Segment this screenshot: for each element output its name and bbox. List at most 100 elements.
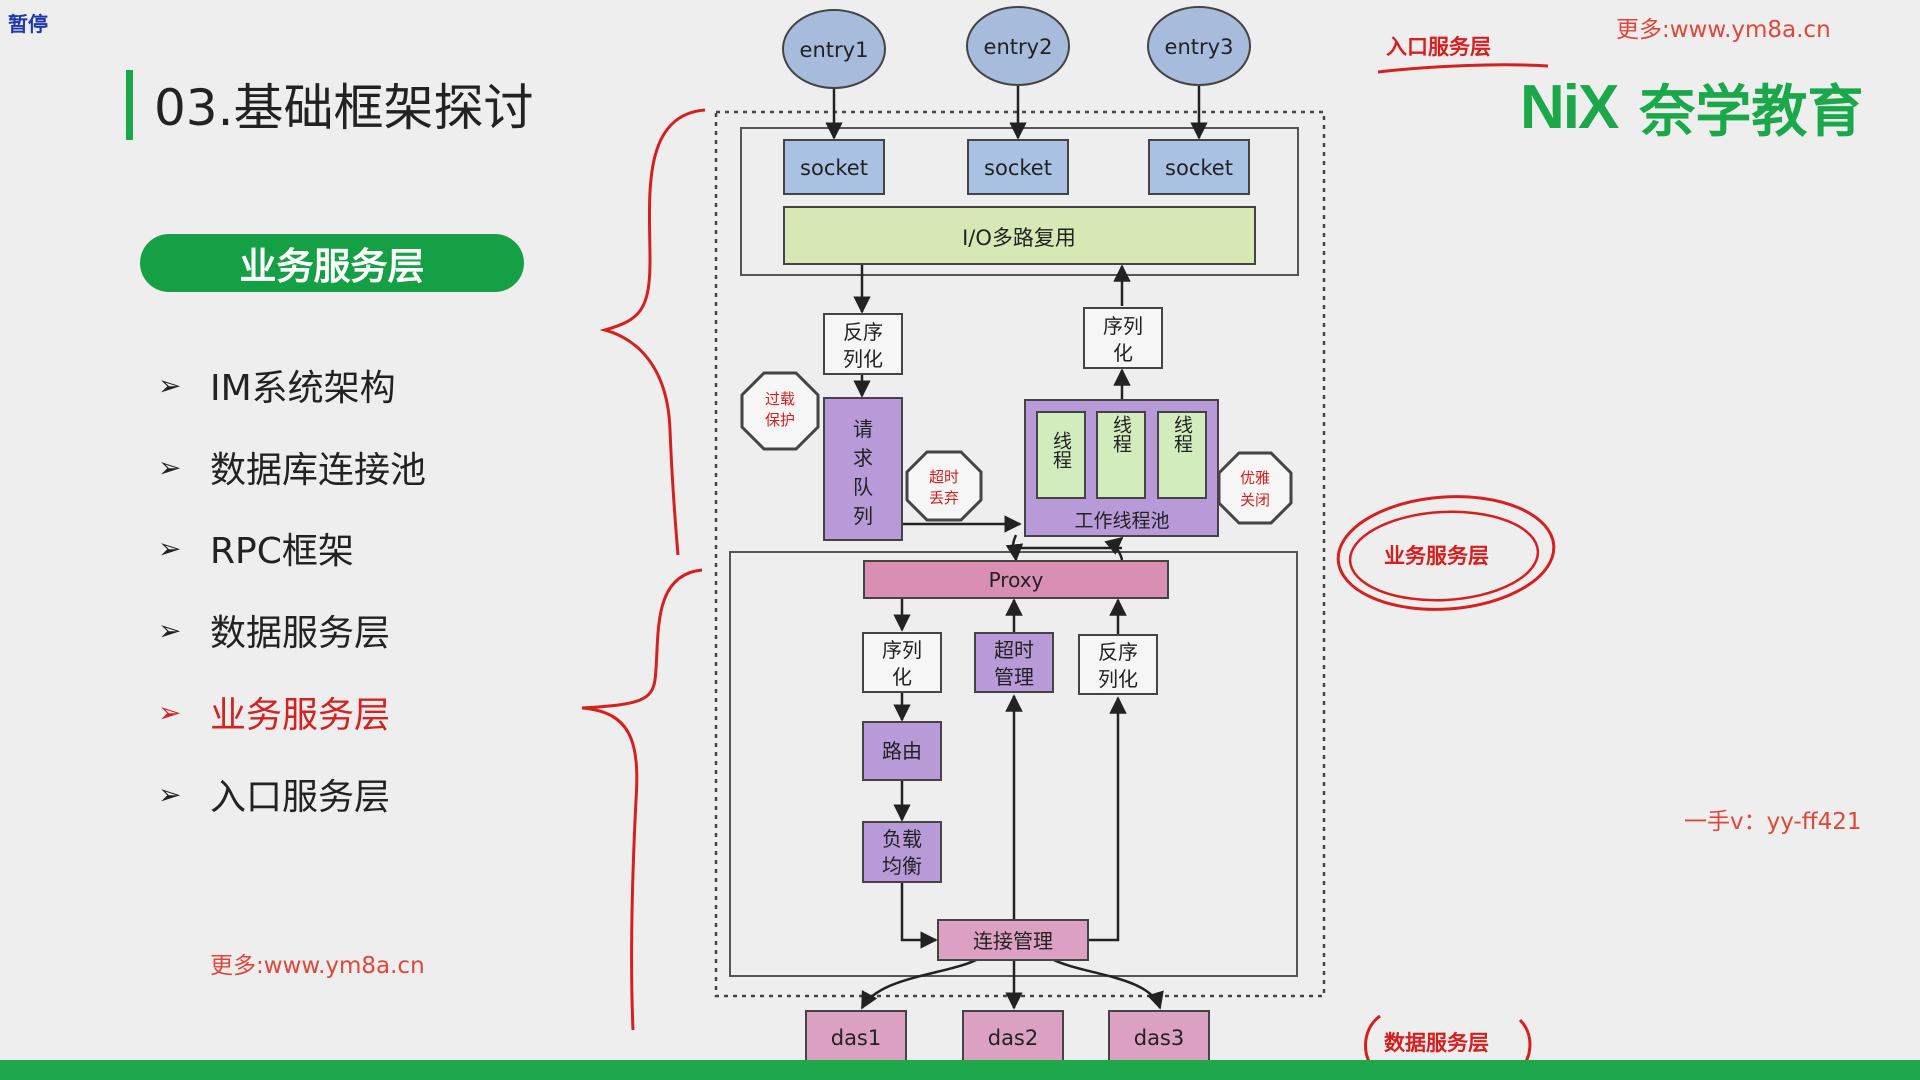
graceful-close-line2: 关闭 — [1240, 491, 1270, 509]
route-label: 路由 — [882, 739, 922, 763]
menu-item-label: 数据库连接池 — [210, 450, 427, 491]
timeout-drop-line2: 丢弃 — [929, 489, 959, 507]
timeout-drop-line1: 超时 — [929, 468, 959, 486]
menu-item-entry-layer: ➢ 入口服务层 — [158, 769, 390, 819]
pause-label: 暂停 — [8, 12, 48, 36]
request-queue-char1: 请 — [853, 417, 873, 441]
annotation-business-layer: 业务服务层 — [1384, 544, 1489, 568]
load-balance-line1: 负载 — [882, 827, 922, 851]
menu-item-im-architecture: ➢ IM系统架构 — [158, 360, 396, 410]
load-balance-box — [862, 821, 942, 883]
deserialize-bottom-box — [1078, 634, 1158, 695]
graceful-close-line1: 优雅 — [1240, 469, 1270, 487]
arrow-bullet-icon: ➢ — [158, 450, 182, 484]
proxy-box — [863, 560, 1169, 599]
overload-protect-octagon — [740, 371, 820, 451]
route-box — [862, 721, 942, 781]
serialize-top-line2: 化 — [1113, 341, 1133, 365]
timeout-manage-box — [974, 632, 1054, 693]
deserialize-bottom-line2: 列化 — [1098, 667, 1138, 691]
deserialize-top-box — [823, 313, 903, 375]
menu-item-rpc: ➢ RPC框架 — [158, 523, 354, 573]
proxy-label: Proxy — [989, 568, 1044, 592]
bottom-stripe — [0, 1060, 1920, 1080]
serialize-top-box — [1083, 307, 1163, 369]
menu-item-label: 数据服务层 — [210, 613, 391, 654]
annotation-business-circle — [1336, 495, 1556, 611]
request-queue-box — [823, 397, 903, 541]
brand-logo: NiX 奈学教育 — [1520, 72, 1863, 145]
entry2-node — [966, 6, 1070, 86]
deserialize-top-line1: 反序 — [843, 320, 883, 344]
socket3-box — [1148, 139, 1250, 195]
thread2-line1: 线程 — [1110, 415, 1132, 453]
deserialize-bottom-line1: 反序 — [1098, 640, 1138, 664]
request-queue-char2: 求 — [853, 446, 873, 470]
overload-protect-line2: 保护 — [765, 411, 795, 429]
thread1-line1: 线程 — [1050, 431, 1072, 469]
brace-upper — [599, 108, 706, 556]
brace-lower — [581, 568, 703, 1031]
entry1-label: entry1 — [800, 38, 869, 62]
timeout-manage-line2: 管理 — [994, 665, 1034, 689]
annotation-data-layer: 数据服务层 — [1384, 1031, 1489, 1055]
timeout-drop-octagon — [905, 450, 983, 522]
socket1-label: socket — [800, 156, 868, 180]
das2-label: das2 — [988, 1026, 1039, 1050]
entry3-label: entry3 — [1165, 35, 1234, 59]
title-accent-bar — [126, 70, 133, 140]
menu-item-db-pool: ➢ 数据库连接池 — [158, 442, 426, 492]
arrow-bullet-icon: ➢ — [158, 368, 182, 402]
socket1-box — [783, 139, 885, 195]
serialize-bottom-line2: 化 — [892, 665, 912, 689]
watermark-link-left: 更多:www.ym8a.cn — [210, 953, 425, 979]
socket2-label: socket — [984, 156, 1052, 180]
connection-manage-label: 连接管理 — [973, 929, 1053, 953]
arrow-bullet-icon: ➢ — [158, 695, 182, 729]
connection-manage-box — [937, 919, 1089, 961]
brand-mark: NiX — [1520, 72, 1619, 142]
entry1-node — [782, 9, 886, 89]
menu-item-label: IM系统架构 — [210, 368, 396, 409]
menu-item-label: 入口服务层 — [210, 777, 391, 818]
thread1-box — [1036, 411, 1086, 499]
thread2-box — [1096, 411, 1146, 499]
annotation-entry-underline — [1377, 63, 1549, 74]
serialize-bottom-box — [862, 632, 942, 693]
thread3-line1: 线程 — [1171, 415, 1193, 453]
watermark-link-right: 更多:www.ym8a.cn — [1616, 17, 1831, 43]
watermark-contact: 一手v：yy-ff421 — [1684, 809, 1862, 835]
io-multiplex-label: I/O多路复用 — [962, 226, 1076, 250]
io-multiplex-box — [783, 206, 1256, 265]
worker-pool-label: 工作线程池 — [1074, 510, 1169, 532]
annotation-entry-layer: 入口服务层 — [1386, 35, 1491, 59]
load-balance-line2: 均衡 — [882, 854, 922, 878]
request-queue-char4: 列 — [853, 504, 873, 528]
das3-box — [1108, 1010, 1210, 1064]
graceful-close-octagon — [1217, 451, 1293, 525]
entry3-node — [1147, 6, 1251, 86]
arrow-bullet-icon: ➢ — [158, 531, 182, 565]
menu-item-label: 业务服务层 — [210, 695, 391, 736]
thread3-box — [1157, 411, 1207, 499]
socket2-box — [967, 139, 1069, 195]
brand-name: 奈学教育 — [1639, 79, 1864, 145]
entry2-label: entry2 — [984, 35, 1053, 59]
menu-item-data-layer: ➢ 数据服务层 — [158, 605, 390, 655]
menu-item-business-layer: ➢ 业务服务层 — [158, 687, 390, 737]
das1-label: das1 — [831, 1026, 882, 1050]
slide-title: 03.基础框架探讨 — [154, 79, 534, 137]
das3-label: das3 — [1134, 1026, 1185, 1050]
arrow-bullet-icon: ➢ — [158, 777, 182, 811]
das2-box — [962, 1010, 1064, 1064]
outer-dotted-frame — [714, 110, 1326, 998]
deserialize-top-line2: 列化 — [843, 347, 883, 371]
request-queue-char3: 队 — [853, 475, 873, 499]
arrow-bullet-icon: ➢ — [158, 613, 182, 647]
timeout-manage-line1: 超时 — [994, 638, 1034, 662]
menu-item-label: RPC框架 — [210, 531, 354, 572]
socket3-label: socket — [1165, 156, 1233, 180]
serialize-bottom-line1: 序列 — [882, 638, 922, 662]
overload-protect-line1: 过载 — [765, 390, 795, 408]
serialize-top-line1: 序列 — [1103, 314, 1143, 338]
